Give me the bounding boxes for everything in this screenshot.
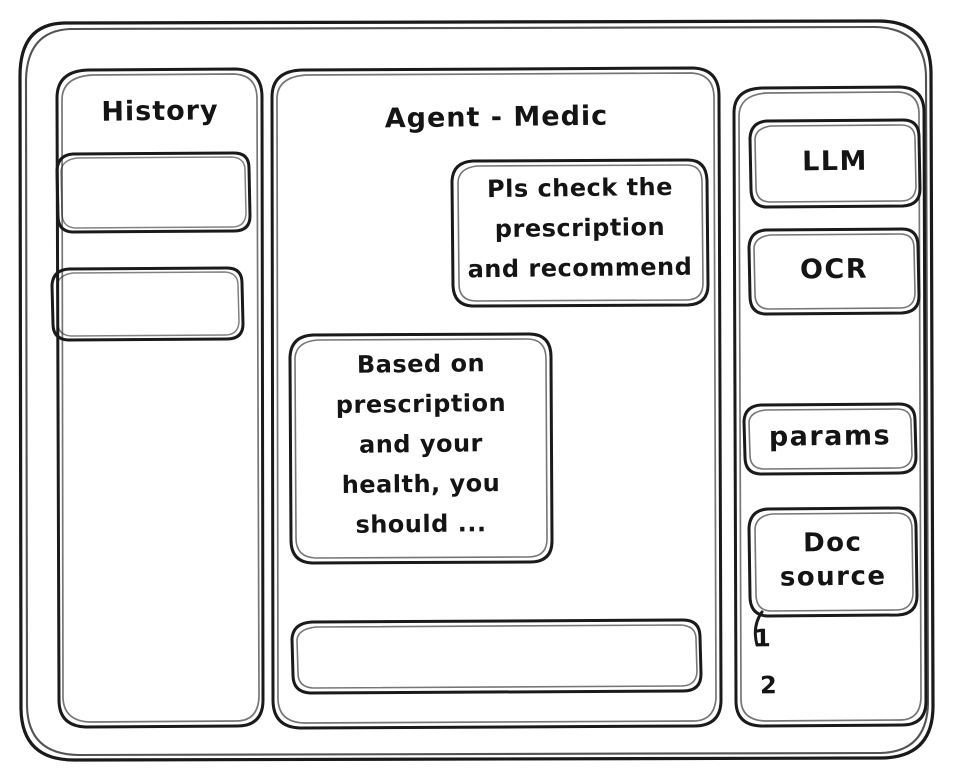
history-item-2[interactable] bbox=[52, 268, 243, 340]
message-input[interactable] bbox=[292, 620, 701, 693]
agent-message-line-2: prescription bbox=[335, 388, 507, 420]
ocr-chip-label: OCR bbox=[799, 253, 869, 286]
user-message-bubble[interactable]: Pls check the prescription and recommend bbox=[452, 160, 708, 306]
history-item-2-label bbox=[52, 291, 243, 293]
agent-message-line-5: should ... bbox=[355, 509, 487, 539]
history-item-1[interactable] bbox=[57, 153, 250, 232]
agent-message-line-1: Based on bbox=[356, 349, 486, 379]
user-message-line-3: and recommend bbox=[467, 252, 693, 284]
agent-message-bubble[interactable]: Based on prescription and your health, y… bbox=[290, 334, 552, 563]
agent-panel-title: Agent - Medic bbox=[384, 100, 609, 135]
user-message-line-1: Pls check the bbox=[486, 172, 674, 204]
llm-chip-label: LLM bbox=[801, 145, 869, 178]
message-input-value bbox=[310, 640, 680, 645]
llm-chip[interactable]: LLM bbox=[750, 120, 920, 207]
doc-source-chip-label: Doc source bbox=[779, 527, 887, 593]
ocr-chip[interactable]: OCR bbox=[749, 229, 919, 314]
history-item-1-label bbox=[57, 180, 250, 182]
user-message-line-2: prescription bbox=[494, 212, 666, 244]
doc-source-chip[interactable]: Doc source bbox=[749, 508, 917, 616]
history-panel-title: History bbox=[101, 95, 219, 128]
doc-source-item-2-label: 2 bbox=[759, 671, 778, 700]
doc-source-item-2[interactable]: 2 bbox=[750, 665, 830, 703]
agent-message-line-4: health, you bbox=[341, 469, 501, 499]
params-chip-label: params bbox=[768, 420, 892, 453]
agent-message-line-3: and your bbox=[358, 429, 484, 459]
params-chip[interactable]: params bbox=[744, 404, 916, 474]
doc-source-item-1-label: 1 bbox=[753, 624, 772, 653]
doc-source-item-1[interactable]: 1 bbox=[750, 618, 830, 656]
